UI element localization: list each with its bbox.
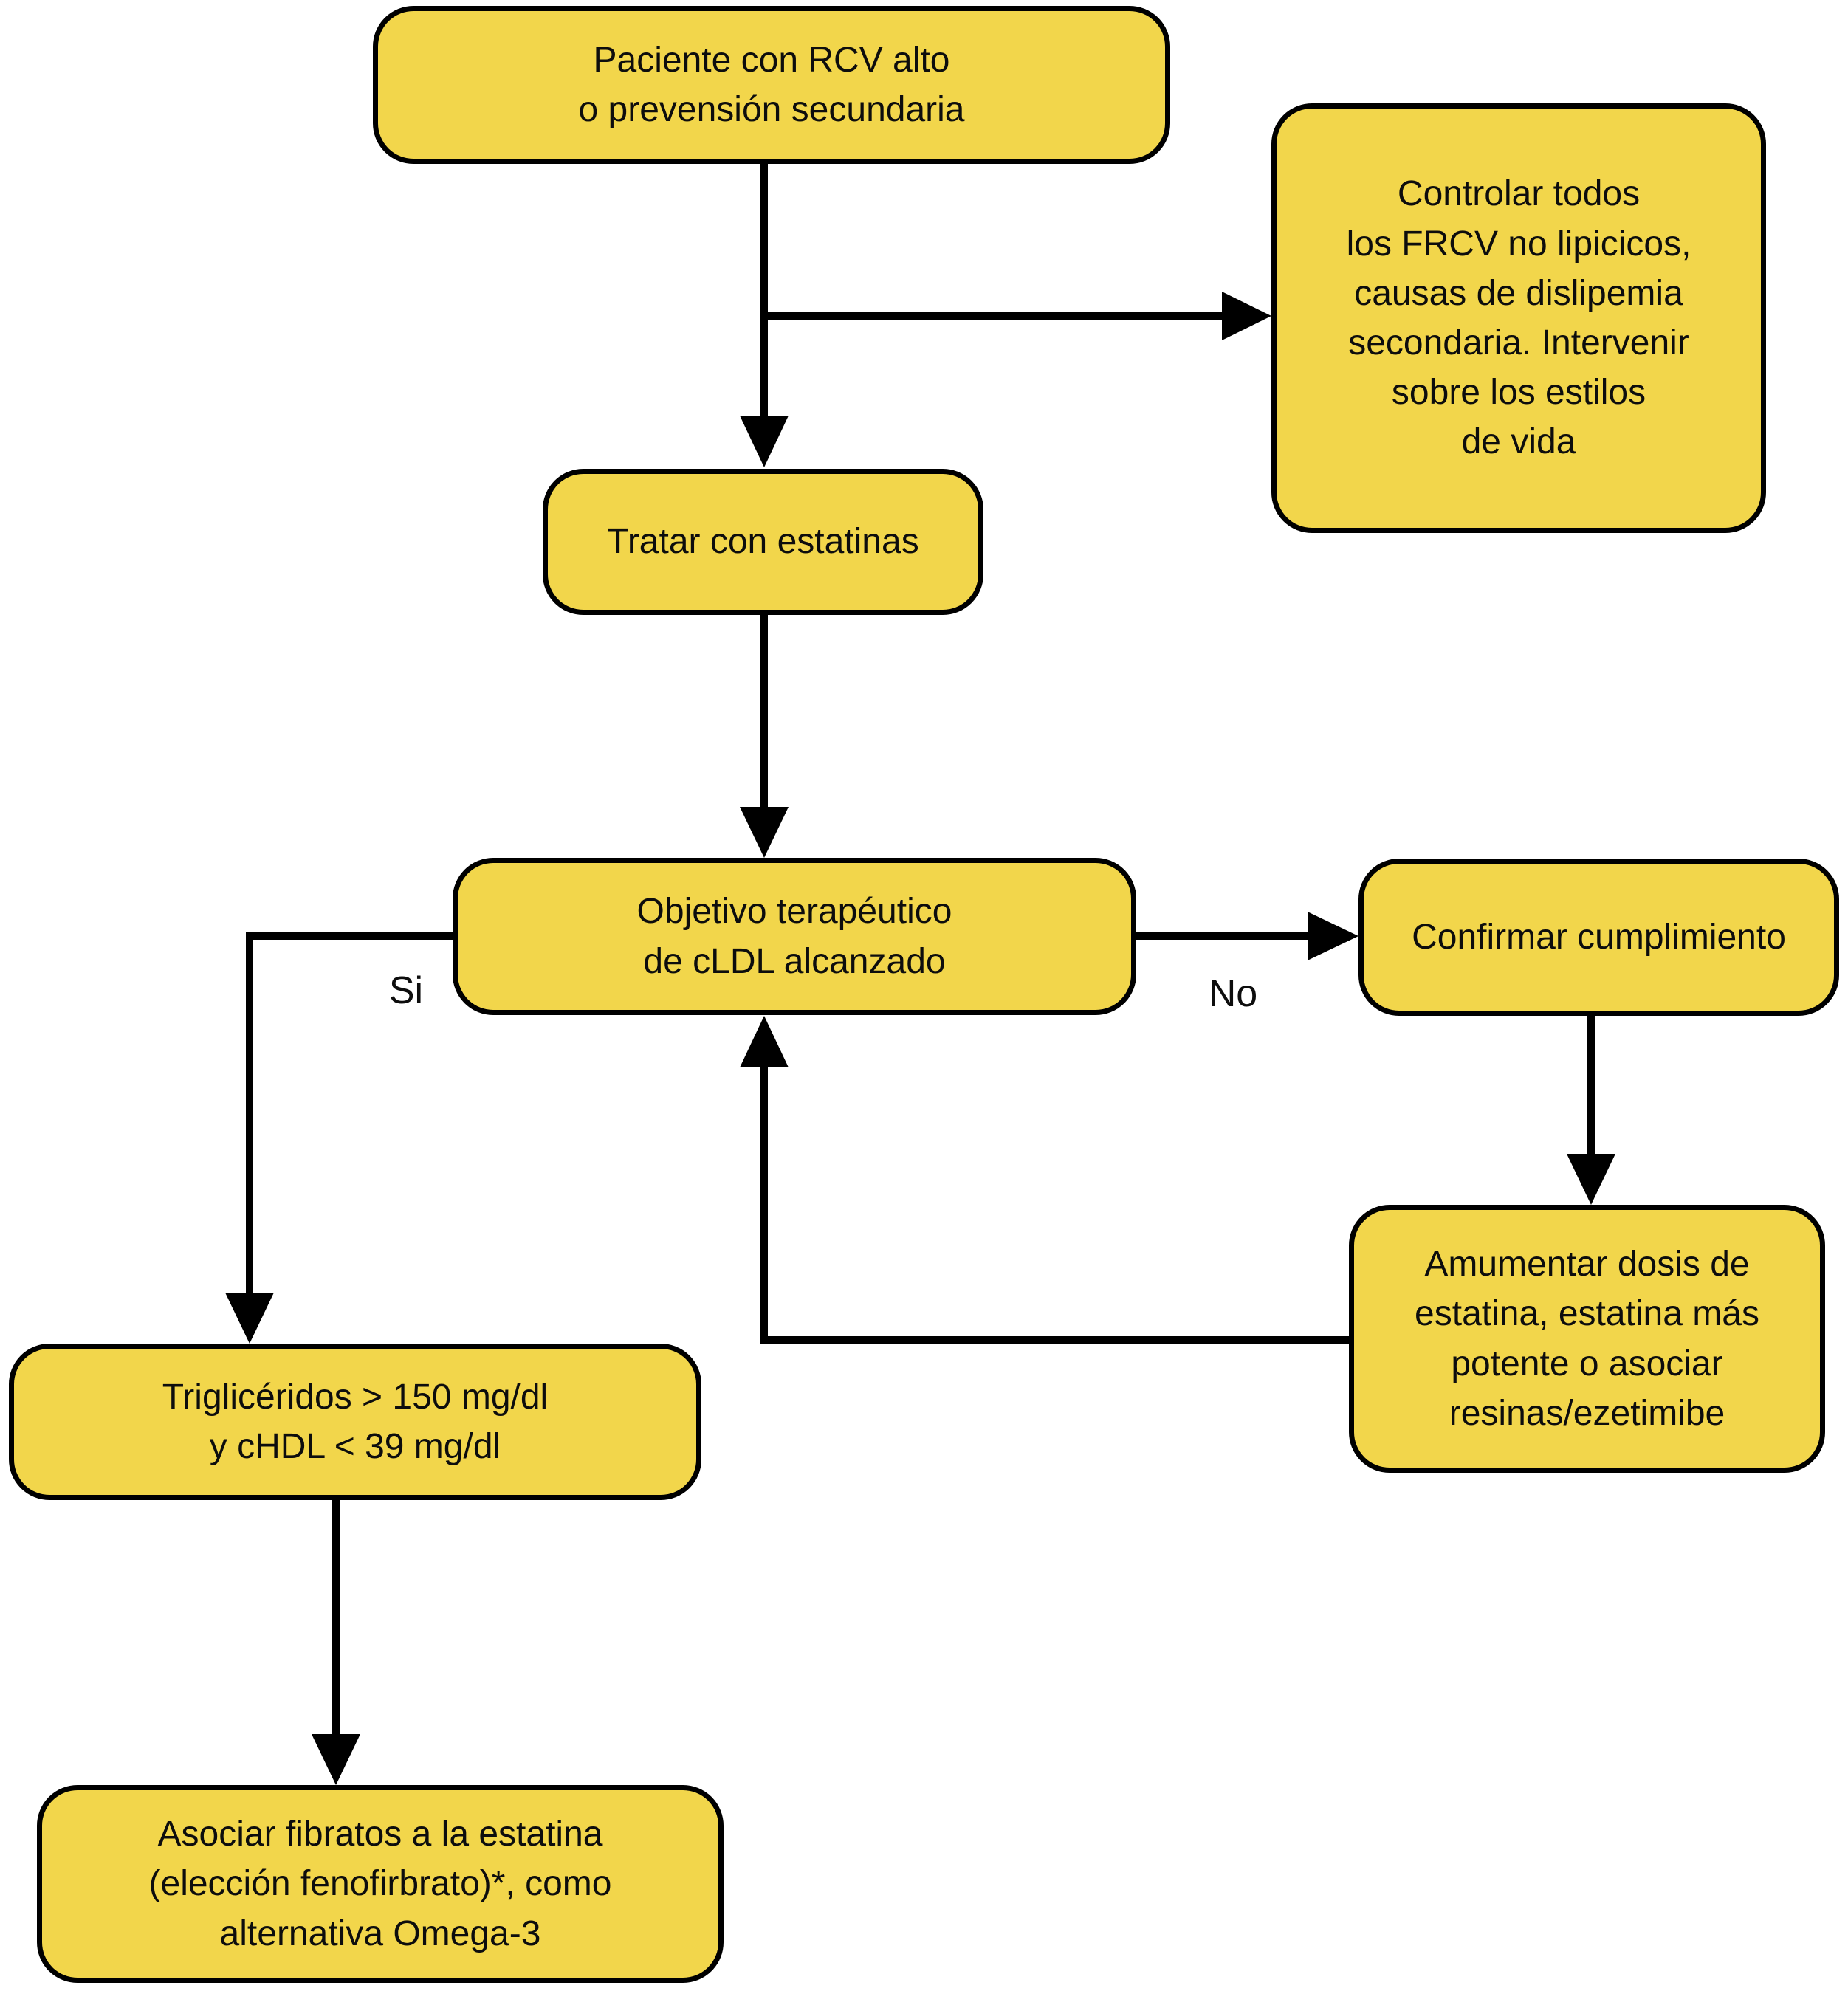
- node-asociar-fibratos: Asociar fibratos a la estatina (elección…: [37, 1785, 724, 1983]
- edge-label-no: No: [1208, 972, 1258, 1015]
- arrowhead-into-aumentar: [1567, 1154, 1615, 1205]
- node-paciente-rcv-text: Paciente con RCV alto o prevensión secun…: [578, 40, 965, 129]
- node-objetivo-cldl: Objetivo terapéutico de cLDL alcanzado: [453, 858, 1136, 1015]
- edge-aumentar-objetivo-feedback: [760, 1065, 1350, 1344]
- node-aumentar-dosis: Amumentar dosis de estatina, estatina má…: [1349, 1205, 1825, 1473]
- node-controlar-frcv: Controlar todos los FRCV no lipicicos, c…: [1271, 103, 1766, 533]
- node-controlar-frcv-text: Controlar todos los FRCV no lipicicos, c…: [1346, 174, 1691, 462]
- arrowhead-into-trigliceridos: [225, 1293, 274, 1344]
- node-objetivo-cldl-text: Objetivo terapéutico de cLDL alcanzado: [636, 892, 952, 981]
- node-tratar-estatinas: Tratar con estatinas: [543, 469, 983, 615]
- arrowhead-into-objetivo-bottom: [740, 1016, 789, 1067]
- node-asociar-fibratos-text: Asociar fibratos a la estatina (elección…: [148, 1815, 612, 1953]
- arrowhead-into-tratar: [740, 416, 789, 467]
- arrowhead-into-asociar: [312, 1734, 360, 1785]
- node-confirmar-cumplimiento-text: Confirmar cumplimiento: [1412, 917, 1786, 957]
- node-trigliceridos-chdl: Triglicéridos > 150 mg/dl y cHDL < 39 mg…: [9, 1344, 701, 1500]
- edge-label-si: Si: [388, 969, 424, 1012]
- node-aumentar-dosis-text: Amumentar dosis de estatina, estatina má…: [1415, 1245, 1759, 1433]
- node-paciente-rcv: Paciente con RCV alto o prevensión secun…: [373, 6, 1170, 164]
- node-tratar-estatinas-text: Tratar con estatinas: [607, 522, 919, 562]
- node-trigliceridos-chdl-text: Triglicéridos > 150 mg/dl y cHDL < 39 mg…: [162, 1377, 549, 1466]
- arrowhead-into-controlar: [1222, 292, 1271, 340]
- node-confirmar-cumplimiento: Confirmar cumplimiento: [1358, 859, 1839, 1016]
- arrowhead-into-confirmar: [1308, 912, 1358, 960]
- arrowhead-into-objetivo-top: [740, 807, 789, 858]
